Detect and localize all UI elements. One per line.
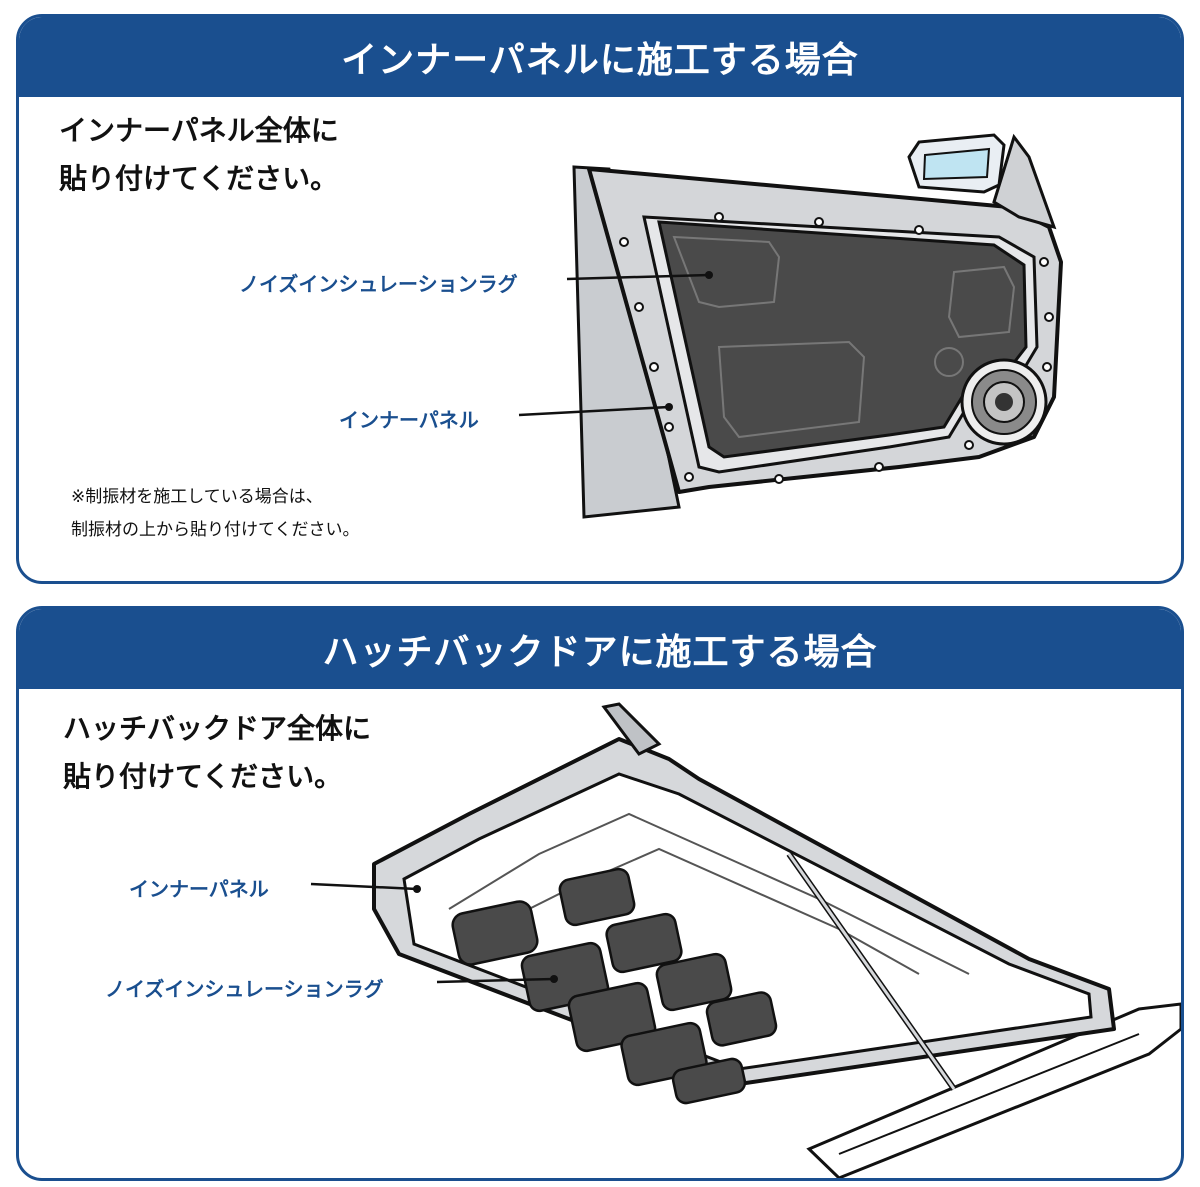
callout-inner-panel-label: インナーパネル [339, 408, 479, 432]
door-inner-panel-illustration [518, 133, 1063, 519]
inner-panel-section: インナーパネルに施工する場合 インナーパネル全体に 貼り付けてください。 ノイズ… [16, 14, 1184, 584]
callout-rug-label: ノイズインシュレーションラグ [105, 977, 384, 1001]
inner-panel-instruction: インナーパネル全体に 貼り付けてください。 [59, 107, 339, 203]
callout-inner-panel-label: インナーパネル [129, 877, 269, 901]
instruction-line-2: 貼り付けてください。 [59, 162, 339, 195]
hatchback-door-illustration [310, 702, 1181, 1178]
noise-insulation-rug-mats [451, 867, 778, 1105]
note-text: ※制振材を施工している場合は、 制振材の上から貼り付けてください。 [71, 481, 360, 547]
callout-rug-label: ノイズインシュレーションラグ [239, 272, 518, 296]
hatchback-section: ハッチバックドアに施工する場合 ハッチバックドア全体に 貼り付けてください。 イ… [16, 606, 1184, 1181]
hatchback-section-title: ハッチバックドアに施工する場合 [19, 609, 1181, 689]
instruction-line-1: インナーパネル全体に [59, 114, 339, 147]
instruction-line-1: ハッチバックドア全体に [63, 712, 372, 745]
inner-panel-section-title: インナーパネルに施工する場合 [19, 17, 1181, 97]
instruction-line-2: 貼り付けてください。 [63, 760, 343, 793]
hatchback-instruction: ハッチバックドア全体に 貼り付けてください。 [63, 705, 371, 801]
note-line-1: ※制振材を施工している場合は、 [71, 487, 323, 507]
note-line-2: 制振材の上から貼り付けてください。 [71, 520, 360, 540]
